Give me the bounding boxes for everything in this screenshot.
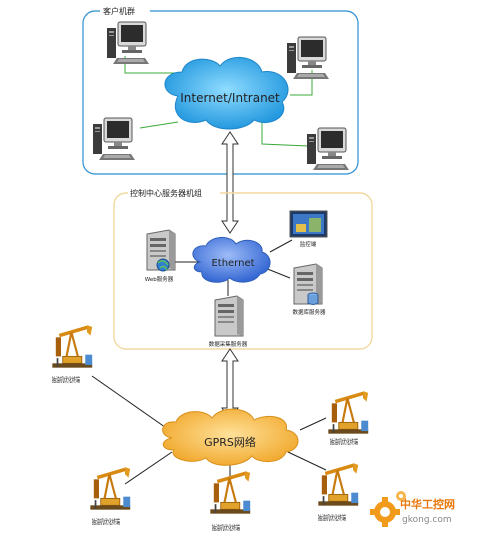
watermark-brand: 中华工控网 xyxy=(400,497,455,511)
monitor-terminal-label: 监控端 xyxy=(300,240,317,248)
client-group-label: 客户机群 xyxy=(103,6,135,16)
control-center-box xyxy=(113,192,373,350)
ethernet-links xyxy=(170,239,293,296)
gear-logo-icon xyxy=(370,491,406,527)
double-arrow-internet-control xyxy=(221,131,239,234)
pump-terminal-1: 抽油机优化终端 xyxy=(52,323,94,384)
pump-terminal-label-line: 抽油机优化终端 xyxy=(330,437,358,446)
gprs-cloud: GPRS网络 xyxy=(162,408,299,466)
web-server-label: Web服务器 xyxy=(145,275,174,283)
internet-cloud-label: Internet/Intranet xyxy=(180,91,280,105)
client-pc-icon xyxy=(93,117,135,161)
pump-terminal-label-line: 抽油机优化终端 xyxy=(52,375,80,384)
internet-cloud: Internet/Intranet xyxy=(164,57,289,130)
watermark: 中华工控网 gkong.com xyxy=(370,491,455,527)
pump-terminal-label-line: 抽油机优化终端 xyxy=(318,513,346,522)
pump-jack-icon xyxy=(328,389,370,436)
client-group-box xyxy=(82,10,359,175)
pump-terminal-label-line: 抽油机优化终端 xyxy=(212,523,240,532)
client-pc-icon xyxy=(287,36,329,80)
client-pc-icon xyxy=(307,127,349,171)
watermark-url: gkong.com xyxy=(402,515,452,525)
monitor-terminal: 监控端 xyxy=(289,210,328,248)
data-collect-server-icon xyxy=(214,295,244,337)
web-server: Web服务器 xyxy=(145,229,176,283)
database-server: 数据库服务器 xyxy=(292,263,326,316)
pump-jack-icon xyxy=(90,465,132,512)
control-center-label: 控制中心服务器机组 xyxy=(130,188,202,198)
pump-terminal-3: 抽油机优化终端 xyxy=(210,469,252,532)
data-collect-server-label: 数据采集服务器 xyxy=(209,340,248,348)
pump-terminal-5: 抽油机优化终端 xyxy=(318,461,360,522)
pump-jack-icon xyxy=(52,323,94,370)
pump-terminal-2: 抽油机优化终端 xyxy=(90,465,132,526)
client-pc-icon xyxy=(107,21,149,65)
ethernet-cloud: Ethernet xyxy=(192,237,271,283)
pump-terminal-label-line: 抽油机优化终端 xyxy=(92,517,120,526)
gprs-links xyxy=(91,375,327,485)
pump-jack-icon xyxy=(210,469,252,516)
pump-terminal-4: 抽油机优化终端 xyxy=(328,389,370,446)
data-collect-server: 数据采集服务器 xyxy=(209,295,248,348)
gprs-cloud-label: GPRS网络 xyxy=(204,435,256,449)
database-server-label: 数据库服务器 xyxy=(292,308,326,316)
ethernet-cloud-label: Ethernet xyxy=(211,258,254,269)
